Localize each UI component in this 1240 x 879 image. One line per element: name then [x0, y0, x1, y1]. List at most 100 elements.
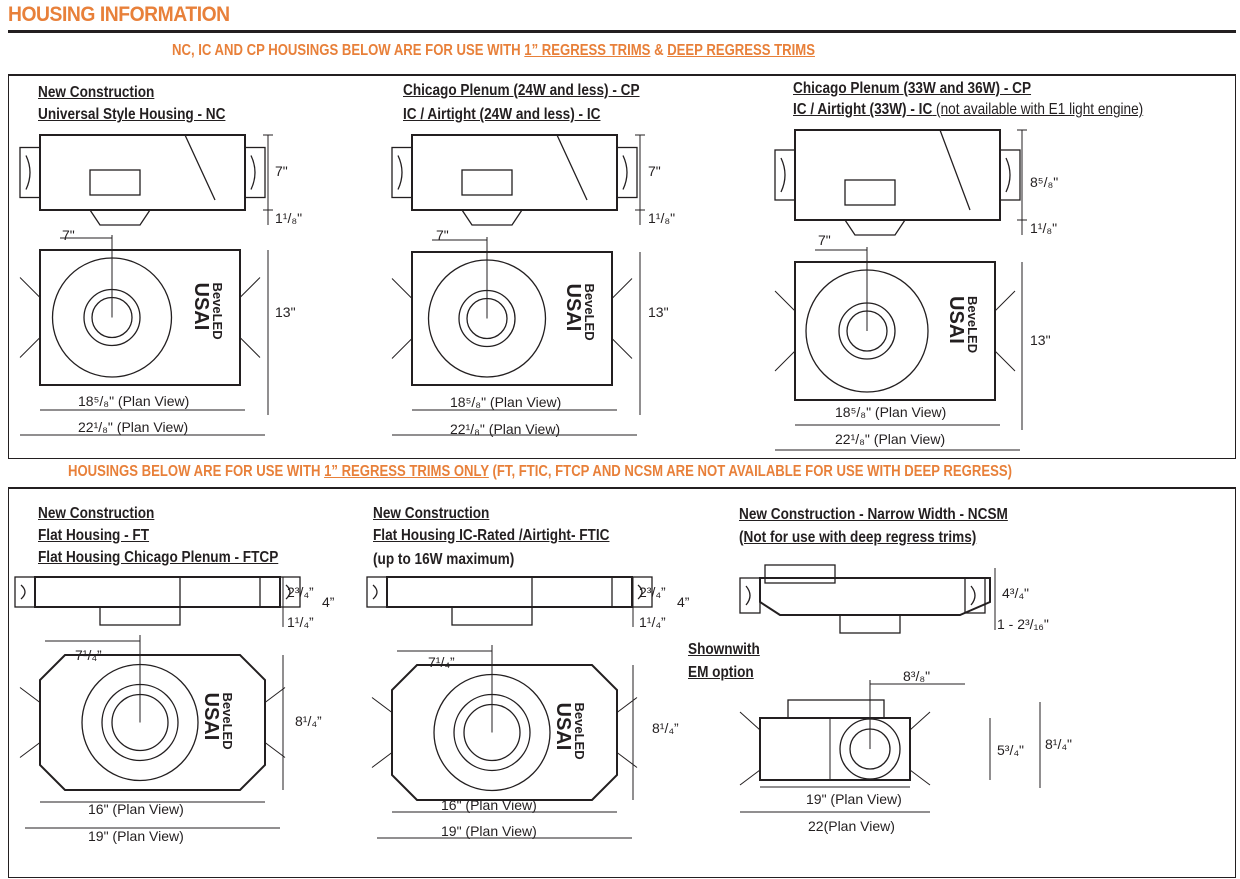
mounting-bar [19, 277, 41, 298]
bracket-detail [745, 585, 751, 606]
section1-intro: NC, IC AND CP HOUSINGS BELOW ARE FOR USE… [172, 42, 525, 59]
mounting-bar [994, 290, 1016, 312]
ncsm-offset: 8³/₈" [903, 668, 931, 684]
mounting-bar [774, 350, 796, 372]
housing-plan-view [794, 261, 996, 401]
mounting-bar [739, 769, 761, 786]
mounting-bracket [964, 577, 986, 614]
cp-title-2: IC / Airtight (24W and less) - IC [403, 106, 601, 123]
section1-box [8, 74, 1236, 459]
section2-heading: HOUSINGS BELOW ARE FOR USE WITH 1” REGRE… [68, 463, 1012, 481]
ncsm-width-inner: 19" (Plan View) [806, 791, 902, 807]
mounting-bar [239, 337, 261, 358]
mounting-bar [994, 350, 1016, 372]
ft-side-drop: 1¹/₄” [287, 614, 314, 630]
section1-heading: NC, IC AND CP HOUSINGS BELOW ARE FOR USE… [172, 42, 815, 60]
ncsm-side-drop: 1 - 2³/₁₆" [997, 616, 1049, 632]
bracket-detail [20, 584, 26, 600]
cp33-offset: 7" [818, 232, 831, 248]
cp33-depth: 13" [1030, 332, 1051, 348]
mounting-bracket [616, 146, 638, 199]
ftic-title-1: New Construction [373, 505, 490, 522]
trim-collar [839, 614, 901, 634]
nc-title-2: Universal Style Housing - NC [38, 106, 226, 123]
flat-housing-side-view [386, 576, 633, 608]
ft-offset: 7¹/₄” [75, 647, 102, 663]
bracket-detail [1005, 157, 1011, 193]
bracket-detail [25, 155, 31, 190]
ftic-side-inner: 2³/₄” [639, 584, 666, 600]
usai-logo: BeveLED [572, 703, 587, 760]
usai-logo: USAI [190, 283, 212, 331]
mounting-bar [264, 742, 286, 758]
cp-depth: 13" [648, 304, 669, 320]
usai-logo: USAI [945, 296, 967, 344]
mounting-bracket [366, 576, 388, 608]
ft-width-outer: 19" (Plan View) [88, 828, 184, 844]
nc-width-outer: 22¹/₈" (Plan View) [78, 419, 189, 435]
driver-block [844, 179, 896, 206]
mounting-bar [19, 742, 41, 758]
usai-logo: BeveLED [210, 283, 225, 340]
cp33-width-inner: 18⁵/₈" (Plan View) [835, 404, 947, 420]
nc-side-height: 7" [275, 163, 288, 179]
mounting-bar [19, 687, 41, 703]
nc-offset: 7" [62, 227, 75, 243]
trim-collar [451, 606, 533, 626]
ft-side-height: 4” [322, 594, 335, 610]
mounting-bar [611, 338, 633, 359]
ncsm-width-outer: 22(Plan View) [808, 818, 895, 834]
housing-plan-view [391, 664, 618, 801]
mounting-bracket [279, 576, 301, 608]
mounting-bracket [244, 146, 266, 199]
cp33-title-2: IC / Airtight (33W) - IC (not available … [793, 101, 1143, 119]
em-note-1: Shownwith [688, 641, 760, 658]
regress-trims-only-link[interactable]: 1” REGRESS TRIMS ONLY [324, 463, 489, 480]
em-note-2: EM option [688, 664, 754, 681]
nc-side-drop: 1¹/₈" [275, 210, 303, 226]
ftic-depth: 8¹/₄” [652, 720, 679, 736]
mounting-bar [19, 337, 41, 358]
junction-box-edge [184, 134, 216, 201]
deep-regress-trims-link[interactable]: DEEP REGRESS TRIMS [667, 42, 815, 59]
ft-width-inner: 16" (Plan View) [88, 801, 184, 817]
cp33-side-height: 8⁵/₈" [1030, 174, 1059, 190]
page-title: HOUSING INFORMATION [8, 3, 230, 26]
trim-collar [99, 606, 181, 626]
cp-title-1: Chicago Plenum (24W and less) - CP [403, 82, 640, 99]
trim-collar [89, 209, 151, 226]
housing-plan-view [411, 251, 613, 386]
driver-block [89, 169, 141, 196]
em-module [764, 564, 836, 584]
trim-collar [461, 209, 523, 226]
cp33-title-2-note: (not available with E1 light engine) [932, 101, 1144, 118]
em-box [787, 699, 885, 719]
cp-offset: 7" [436, 227, 449, 243]
ft-title-2: Flat Housing - FT [38, 527, 150, 544]
regress-trims-link[interactable]: 1” REGRESS TRIMS [524, 42, 651, 59]
cp-width-outer: 22¹/₈" (Plan View) [450, 421, 561, 437]
trim-collar [844, 219, 906, 236]
ncsm-depth-inner: 5³/₄" [997, 742, 1025, 758]
mounting-bar [371, 752, 393, 768]
usai-logo: USAI [552, 703, 574, 751]
usai-logo: BeveLED [965, 296, 980, 353]
ftic-width-inner: 16" (Plan View) [441, 797, 537, 813]
flat-housing-side-view [34, 576, 281, 608]
mounting-bar [739, 711, 761, 731]
ft-title-1: New Construction [38, 505, 155, 522]
housing-plan-view [39, 249, 241, 386]
mounting-bar [371, 697, 393, 713]
mounting-bar [616, 697, 638, 713]
mounting-bracket [631, 576, 653, 608]
mounting-bracket [19, 146, 41, 199]
mounting-bar [616, 752, 638, 768]
cp-side-drop: 1¹/₈" [648, 210, 676, 226]
mounting-bar [391, 278, 413, 299]
cp33-title-2-main: IC / Airtight (33W) - IC [793, 101, 933, 118]
ftic-offset: 7¹/₄” [428, 654, 455, 670]
usai-logo: BeveLED [582, 284, 597, 341]
ftic-title-3: (up to 16W maximum) [373, 551, 515, 568]
mounting-bracket [999, 149, 1021, 201]
cp33-side-drop: 1¹/₈" [1030, 220, 1058, 236]
